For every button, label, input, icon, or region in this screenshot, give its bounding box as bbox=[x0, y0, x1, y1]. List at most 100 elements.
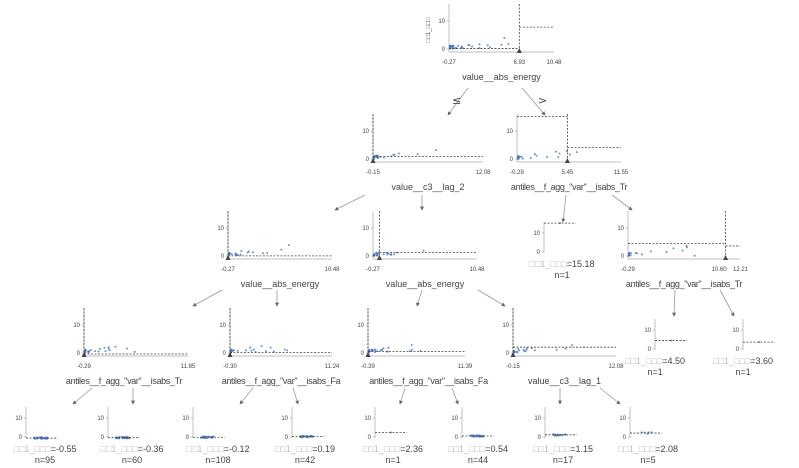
split-triangle-icon bbox=[227, 352, 233, 357]
data-point bbox=[693, 254, 696, 257]
data-point bbox=[558, 152, 561, 155]
y-tick-label: 10 bbox=[217, 226, 224, 232]
data-point bbox=[382, 253, 385, 256]
data-point bbox=[393, 153, 396, 156]
tree-edge bbox=[599, 387, 621, 405]
tree-edge bbox=[719, 289, 735, 317]
data-point bbox=[503, 36, 506, 39]
data-point bbox=[389, 253, 392, 256]
x-max-label: 12.08 bbox=[475, 170, 491, 176]
data-point bbox=[286, 349, 289, 352]
data-point bbox=[517, 155, 520, 158]
y-tick-label: 10 bbox=[534, 416, 541, 422]
data-point bbox=[525, 347, 528, 350]
y-tick-label: 0 bbox=[186, 435, 190, 441]
y-tick-label: 0 bbox=[223, 351, 227, 357]
data-point bbox=[386, 253, 389, 256]
target-name: □□1_□□□ bbox=[713, 356, 751, 366]
data-point bbox=[533, 153, 536, 156]
data-point bbox=[535, 154, 538, 157]
leaf-node-f: 010□□1_□□□=0.54n=44 bbox=[448, 407, 508, 465]
feature-label: antiles__f_agg_"var"__isabs_Tr bbox=[511, 182, 627, 192]
data-point bbox=[230, 253, 233, 256]
target-name: □□1_□□□ bbox=[618, 444, 656, 454]
x-max-label: 12.21 bbox=[733, 267, 749, 273]
y-tick-label: 0 bbox=[368, 435, 372, 441]
prediction-value: =4.50 bbox=[662, 356, 685, 366]
data-point bbox=[262, 252, 265, 255]
y-tick-label: 0 bbox=[623, 435, 627, 441]
prediction-value: =-0.12 bbox=[224, 444, 250, 454]
data-point bbox=[382, 156, 385, 159]
data-point bbox=[240, 249, 243, 252]
data-point bbox=[251, 251, 254, 254]
data-point bbox=[230, 349, 233, 352]
split-triangle-icon bbox=[370, 158, 376, 163]
data-point bbox=[249, 346, 252, 349]
tree-edge bbox=[192, 289, 223, 307]
data-point bbox=[529, 156, 532, 159]
data-point bbox=[665, 251, 668, 254]
prediction-value: =2.36 bbox=[400, 444, 423, 454]
y-tick-label: 10 bbox=[281, 416, 288, 422]
leaf-node-h: 010□□1_□□□=2.08n=5 bbox=[618, 407, 678, 465]
data-point bbox=[373, 253, 375, 256]
split-value-label: 6.93 bbox=[513, 60, 525, 66]
data-point bbox=[486, 44, 489, 47]
tree-edge bbox=[72, 387, 93, 405]
data-point bbox=[283, 348, 286, 351]
y-tick-label: 10 bbox=[73, 323, 80, 329]
data-point bbox=[376, 252, 379, 255]
feature-label: value__abs_energy bbox=[462, 72, 541, 82]
tree-edge bbox=[334, 194, 366, 211]
data-point bbox=[488, 46, 491, 49]
tree-edge bbox=[239, 387, 254, 405]
data-point bbox=[373, 348, 376, 351]
y-tick-label: 0 bbox=[736, 347, 740, 353]
data-point bbox=[557, 155, 560, 158]
data-point bbox=[393, 253, 396, 256]
y-tick-label: 10 bbox=[619, 416, 626, 422]
y-tick-label: 10 bbox=[219, 323, 226, 329]
data-point bbox=[300, 435, 303, 438]
y-tick-label: 0 bbox=[506, 351, 510, 357]
data-point bbox=[410, 348, 413, 351]
data-point bbox=[521, 157, 524, 160]
y-tick-label: 0 bbox=[621, 254, 625, 260]
y-tick-label: 0 bbox=[77, 351, 81, 357]
leaf-node-e: 010□□1_□□□=2.36n=1 bbox=[363, 407, 423, 465]
y-tick-label: 0 bbox=[510, 157, 514, 163]
data-point bbox=[522, 348, 525, 351]
prediction-value: =1.15 bbox=[570, 444, 593, 454]
leaf-sample-count: n=5 bbox=[640, 455, 655, 465]
y-tick-label: 10 bbox=[362, 129, 369, 135]
feature-label: antiles__f_agg_"var"__isabs_Fa bbox=[369, 376, 488, 386]
data-point bbox=[387, 252, 390, 255]
data-point bbox=[265, 350, 268, 353]
y-tick-label: 10 bbox=[362, 226, 369, 232]
split-triangle-icon bbox=[516, 48, 522, 53]
data-point bbox=[564, 433, 567, 436]
data-point bbox=[570, 344, 573, 347]
data-point bbox=[107, 347, 110, 350]
data-point bbox=[280, 248, 283, 251]
x-max-label: 11.39 bbox=[458, 364, 473, 370]
data-point bbox=[108, 349, 111, 352]
data-point bbox=[575, 151, 578, 154]
prediction-value: =15.18 bbox=[567, 259, 595, 269]
data-point bbox=[244, 349, 247, 352]
y-tick-label: 0 bbox=[19, 435, 23, 441]
x-min-label: -0.27 bbox=[442, 60, 456, 66]
data-point bbox=[513, 351, 516, 354]
data-point bbox=[236, 349, 239, 352]
target-name: □□1_□□□ bbox=[448, 444, 486, 454]
data-point bbox=[382, 347, 385, 350]
data-point bbox=[87, 351, 90, 354]
target-name: □□1_□□□ bbox=[275, 444, 313, 454]
data-point bbox=[449, 46, 452, 49]
